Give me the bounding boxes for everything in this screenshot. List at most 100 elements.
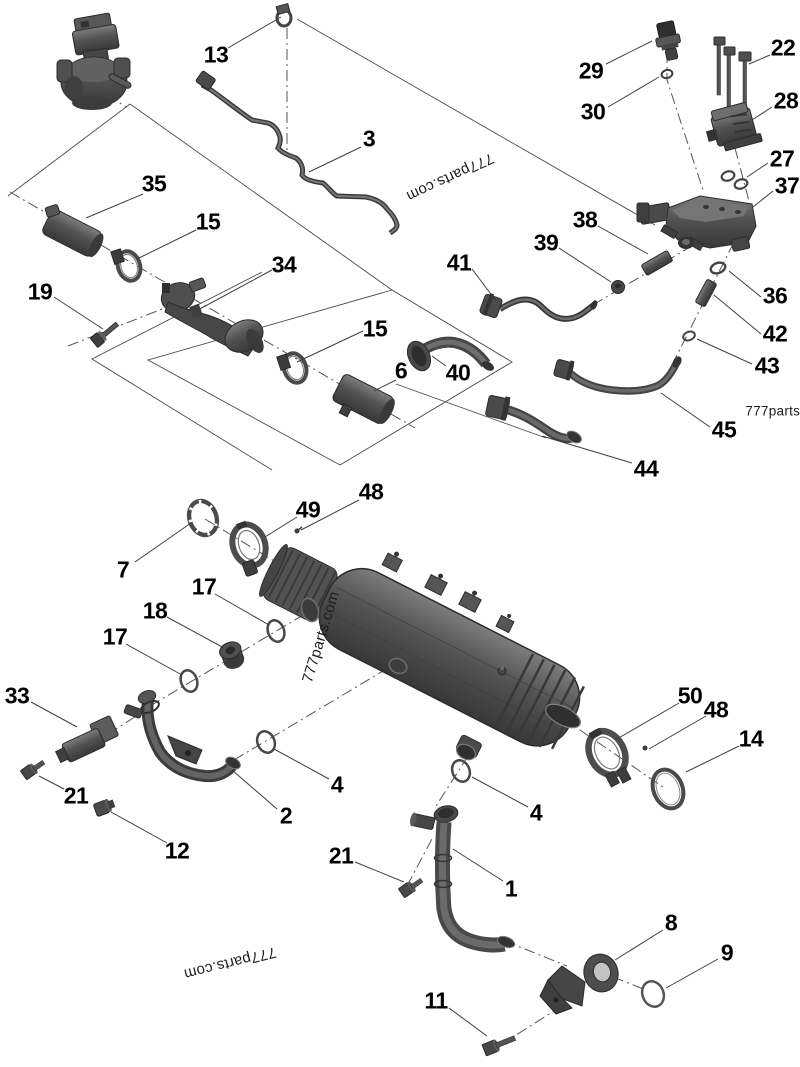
part-34-elbow: [160, 277, 264, 357]
callout-label-33: 33: [4, 682, 30, 709]
part-29-sensor: [655, 20, 681, 61]
part-8-bracket: [539, 953, 619, 1015]
leader-line-15b: [296, 330, 364, 363]
part-40-hose: [406, 336, 494, 372]
callout-label-40: 40: [445, 359, 471, 386]
leader-line-18: [166, 616, 225, 649]
part-1-pipe: [409, 805, 516, 953]
callout-label-12: 12: [164, 837, 190, 864]
leader-line-15a: [136, 229, 197, 260]
callout-label-29: 29: [578, 57, 604, 84]
part-2-pipe: [123, 690, 241, 783]
leader-line-17b: [125, 643, 183, 676]
leader-line-14: [685, 745, 740, 773]
part-21-bolt-mid: [398, 877, 424, 898]
part-18-grommet: [219, 641, 245, 669]
leader-line-12: [110, 811, 168, 844]
callout-label-9: 9: [720, 939, 734, 966]
callout-label-8: 8: [664, 909, 678, 936]
leader-line-7: [134, 522, 192, 563]
callout-label-7: 7: [116, 556, 130, 583]
part-48-screw-lower: [642, 745, 648, 751]
leader-line-48b: [648, 715, 707, 750]
leader-line-41: [471, 268, 497, 302]
leader-line-29: [605, 40, 653, 65]
part-12-plug: [93, 798, 116, 817]
leader-line-3: [308, 146, 362, 173]
part-15-clamp-upper: [110, 248, 143, 283]
callout-label-1: 1: [504, 875, 518, 902]
part-intercooler-body: [259, 544, 585, 761]
callout-label-37: 37: [774, 172, 800, 199]
port-upper-left: [300, 597, 320, 623]
part-41-pipe: [479, 293, 598, 322]
callout-label-15b: 15: [362, 315, 388, 342]
part-15-clamp-lower: [276, 351, 309, 385]
leader-line-33: [30, 701, 78, 728]
leader-line-21b: [354, 861, 405, 883]
part-42-cylinder: [695, 279, 717, 307]
part-9-oring: [640, 980, 666, 1008]
leader-line-4b: [471, 776, 529, 808]
part-3-tube: [195, 70, 400, 236]
leader-line-43: [696, 338, 753, 365]
port-bottom-left: [388, 657, 408, 675]
callout-label-22: 22: [770, 34, 796, 61]
part-30-oring: [660, 68, 674, 80]
callout-label-27: 27: [769, 145, 795, 172]
leader-line-30: [607, 76, 660, 108]
leader-line-40: [431, 355, 447, 367]
leader-line-44: [541, 435, 633, 464]
leader-line-1: [452, 848, 504, 882]
part-22-bolts: [713, 36, 752, 114]
leader-line-11: [448, 1007, 488, 1037]
callout-label-28: 28: [773, 87, 799, 114]
leader-line-50: [616, 702, 680, 740]
part-28-module: [705, 102, 763, 152]
callout-label-38: 38: [572, 206, 598, 233]
part-4-oring-left: [255, 730, 277, 754]
leader-line-19: [53, 296, 104, 330]
part-6-connector: [332, 374, 395, 424]
part-11-bolt: [481, 1035, 517, 1057]
callout-label-17b: 17: [102, 623, 128, 650]
part-44-hose: [485, 395, 582, 444]
callout-label-41: 41: [446, 249, 472, 276]
callout-label-6: 6: [394, 357, 408, 384]
callout-label-15a: 15: [195, 208, 221, 235]
leader-line-28: [751, 106, 773, 121]
callout-label-2: 2: [279, 802, 293, 829]
part-33-fitting: [55, 715, 119, 764]
part-37-manifold: [636, 195, 757, 252]
part-21-bolt-left: [20, 759, 46, 780]
leader-line-49: [264, 516, 298, 538]
part-39-nut: [611, 280, 625, 294]
callout-label-49: 49: [295, 496, 321, 523]
callout-label-21a: 21: [63, 782, 89, 809]
leader-line-45: [660, 392, 711, 428]
callout-label-50: 50: [677, 682, 703, 709]
callout-label-4a: 4: [330, 771, 344, 798]
leader-line-6: [373, 379, 397, 392]
watermark-2: 777parts.com: [745, 403, 800, 419]
callout-label-45: 45: [711, 416, 737, 443]
callout-label-44: 44: [633, 455, 659, 482]
leader-line-2: [231, 769, 278, 810]
centerlines: [9, 28, 751, 1038]
callout-label-4b: 4: [529, 799, 543, 826]
leader-line-4a: [273, 748, 330, 780]
part-17-oring-upper: [266, 619, 286, 643]
part-7-ring: [186, 498, 220, 538]
part-45-hose: [553, 356, 682, 395]
leader-line-9: [665, 958, 719, 989]
part-27-orings: [720, 170, 749, 190]
leader-line-36: [728, 270, 762, 298]
part-pump-assembly: [56, 12, 132, 110]
callout-label-17a: 17: [191, 573, 217, 600]
callout-label-42: 42: [762, 320, 788, 347]
leader-line-48a: [300, 499, 360, 531]
callout-label-48b: 48: [703, 696, 729, 723]
part-48-screw-upper: [294, 526, 303, 534]
